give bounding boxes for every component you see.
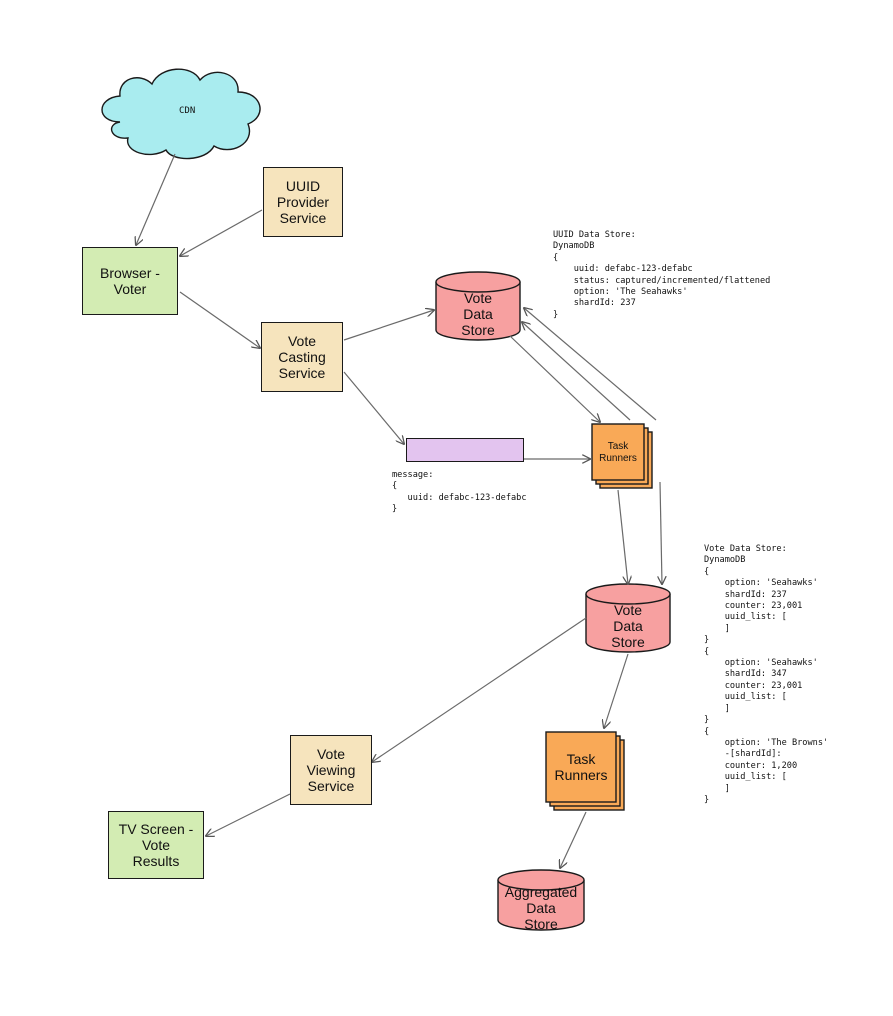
arrow-task-runners-back-to-vote-store: [522, 322, 631, 421]
arrow-mid-store-to-vote-viewing: [372, 617, 587, 762]
arrow-return-line-to-vote-store: [524, 308, 657, 421]
arrow-uuid-provider-to-browser: [180, 209, 263, 256]
vote-data-store-top-cylinder: [435, 271, 521, 341]
vote-data-store-note: Vote Data Store: DynamoDB { option: 'Sea…: [704, 544, 829, 805]
arrow-mid-store-to-task-runners: [604, 653, 629, 728]
message-note: message: { uuid: defabc-123-defabc }: [392, 470, 527, 515]
arrow-task-runners-to-aggregated: [560, 811, 587, 868]
vote-casting-service-label: Vote Casting Service: [278, 333, 326, 381]
task-runners-top-label: Task Runners: [599, 441, 637, 464]
task-runners-bottom-label: Task Runners: [554, 751, 608, 783]
message-queue: [406, 438, 524, 462]
browser-voter-box: Browser - Voter: [82, 247, 178, 315]
arrow-vote-store-to-task-runners: [509, 335, 600, 422]
tv-screen-label: TV Screen - Vote Results: [118, 821, 194, 869]
arrow-vote-casting-to-queue: [343, 371, 404, 444]
tv-screen-box: TV Screen - Vote Results: [108, 811, 204, 879]
arrow-cdn-to-browser: [136, 153, 176, 245]
uuid-provider-service-label: UUID Provider Service: [276, 178, 330, 226]
arrow-vote-casting-to-vote-store: [343, 310, 434, 341]
cdn-cloud: [101, 68, 261, 160]
arrow-side-line-to-mid-store: [660, 481, 662, 584]
uuid-data-store-note: UUID Data Store: DynamoDB { uuid: defabc…: [553, 230, 771, 320]
task-runners-bottom-stack: [545, 731, 625, 811]
browser-voter-label: Browser - Voter: [100, 265, 160, 297]
aggregated-data-store-label: Aggregated Data Store: [504, 884, 578, 932]
vote-casting-service-box: Vote Casting Service: [261, 322, 343, 392]
uuid-provider-service-box: UUID Provider Service: [263, 167, 343, 237]
vote-viewing-service-box: Vote Viewing Service: [290, 735, 372, 805]
aggregated-data-store-cylinder: [497, 869, 585, 931]
task-runners-top-stack: [591, 423, 653, 489]
arrow-browser-to-vote-casting: [179, 291, 260, 348]
arrow-task-runners-to-mid-store: [617, 489, 628, 584]
arrow-vote-viewing-to-tv-screen: [206, 793, 291, 836]
connection-arrows: [136, 153, 662, 868]
cdn-label: CDN: [179, 106, 196, 116]
vote-data-store-mid-label: Vote Data Store: [611, 602, 645, 650]
vote-viewing-service-label: Vote Viewing Service: [306, 746, 356, 794]
vote-data-store-top-label: Vote Data Store: [461, 290, 495, 338]
